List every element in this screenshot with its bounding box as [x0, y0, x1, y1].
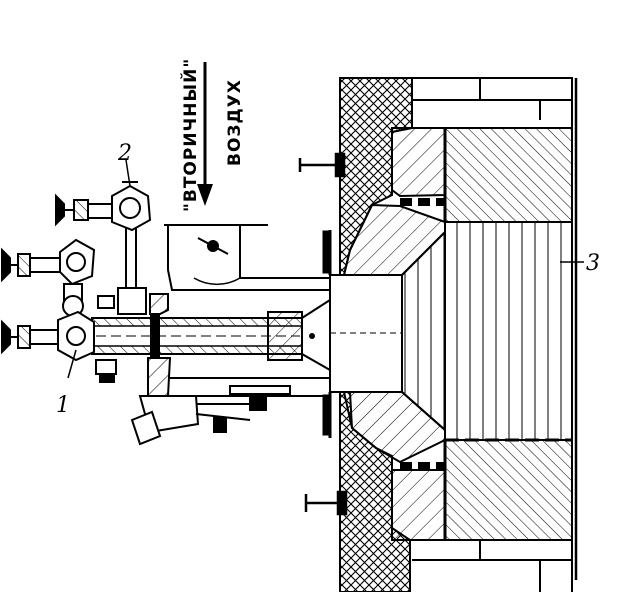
- refractory-block-upper-right: [443, 127, 573, 223]
- refractory-block-lower-left: [391, 469, 446, 541]
- swing-bolt: [130, 385, 291, 446]
- anchor-bolt-upper: [298, 152, 346, 178]
- secondary-air-label-line2: ВОЗДУХ: [225, 79, 245, 166]
- seal-bricks: [400, 198, 445, 470]
- valve-middle: [1, 238, 96, 317]
- mounting-flange: [322, 230, 332, 438]
- refractory-block-upper-left: [391, 127, 446, 198]
- secondary-air-label-line1: "ВТОРИЧНЫЙ": [179, 58, 201, 212]
- nozzle-tip: [301, 298, 331, 372]
- callout-2: 2: [117, 141, 132, 166]
- refractory-block-lower-right: [443, 439, 573, 541]
- air-box: [164, 224, 330, 397]
- lance-fittings: [95, 295, 117, 383]
- pipe-vertical: [117, 227, 147, 315]
- valve-1: [1, 310, 95, 362]
- burner-lance: [91, 311, 305, 361]
- air-damper: [197, 237, 229, 255]
- callout-leaders: [67, 159, 584, 379]
- valve-2: [55, 181, 152, 232]
- burner-throat: [329, 274, 403, 393]
- combustion-chamber: [444, 221, 573, 442]
- callout-3: 3: [586, 251, 600, 276]
- callout-1: 1: [56, 393, 70, 418]
- anchor-bolt-lower: [304, 490, 348, 516]
- air-flow-arrow: [197, 62, 213, 206]
